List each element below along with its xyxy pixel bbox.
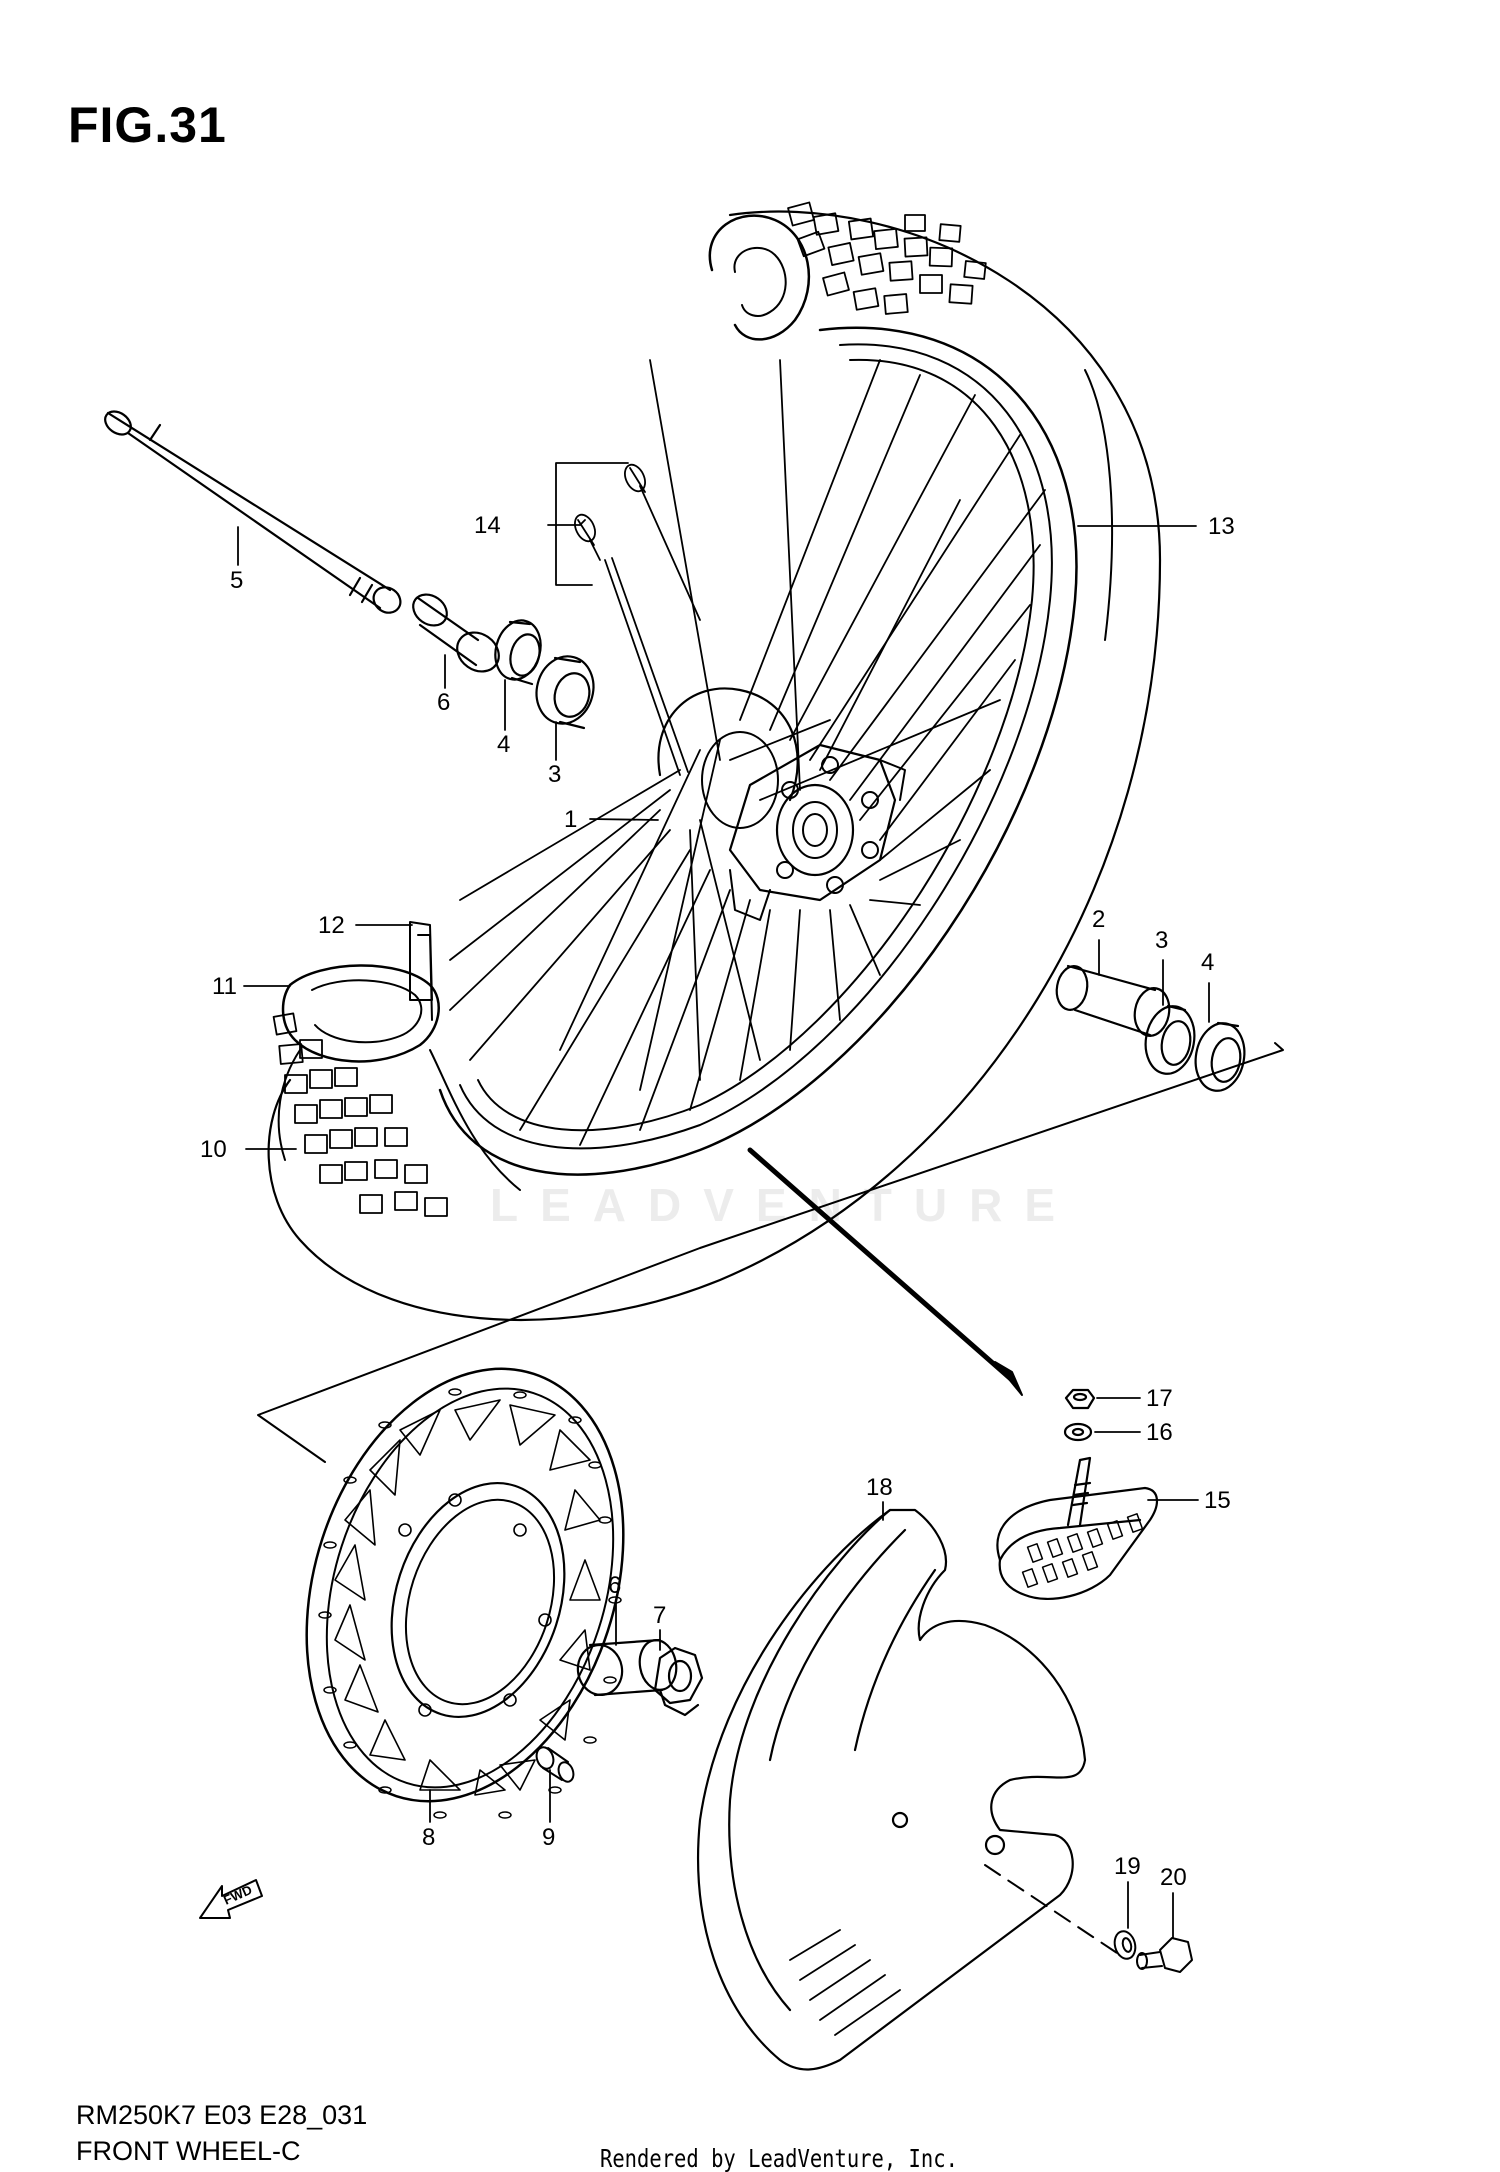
guard-fasteners-drawing (1113, 1930, 1193, 1973)
model-code: RM250K7 E03 E28_031 (76, 2100, 368, 2130)
callout-5: 5 (230, 567, 243, 594)
brake-disc-drawing (305, 1367, 625, 1819)
callout-14: 14 (474, 512, 501, 539)
callout-6-bottom: 6 (608, 1572, 621, 1599)
callout-20: 20 (1160, 1864, 1187, 1891)
fwd-arrow-icon: FWD (199, 1879, 263, 1919)
callout-3-top: 3 (548, 761, 561, 788)
callout-13: 13 (1208, 513, 1235, 540)
callout-4-right: 4 (1201, 949, 1214, 976)
disc-guard-drawing (697, 1508, 1087, 2071)
axle-drawing (104, 410, 402, 614)
callout-labels: 1 2 3 3 4 4 5 6 6 7 8 9 10 11 12 13 14 1… (200, 512, 1235, 1891)
assembly-guide-lines (257, 1042, 1284, 1956)
callout-17: 17 (1146, 1385, 1173, 1412)
spoke-items-drawing (574, 463, 701, 776)
right-spacer-drawing (1055, 964, 1246, 1092)
hub-drawing (657, 687, 906, 921)
rim-lock-drawing (996, 1388, 1158, 1600)
rim-band-drawing (409, 921, 433, 1001)
callout-6-top: 6 (437, 689, 450, 716)
callout-18: 18 (866, 1474, 893, 1501)
callout-4-top: 4 (497, 731, 510, 758)
spokes-drawing (449, 359, 1046, 1146)
rim-drawing (438, 326, 1078, 1176)
callout-2: 2 (1092, 906, 1105, 933)
callout-9: 9 (542, 1824, 555, 1851)
figure-title: FIG.31 (68, 97, 227, 153)
callout-19: 19 (1114, 1853, 1141, 1880)
callout-10: 10 (200, 1136, 227, 1163)
callout-12: 12 (318, 912, 345, 939)
callout-3-right: 3 (1155, 927, 1168, 954)
callout-11: 11 (212, 973, 237, 1000)
render-credit: Rendered by LeadVenture, Inc. (600, 2144, 958, 2172)
tire-drawing (267, 201, 1162, 1322)
figure-name: FRONT WHEEL-C (76, 2136, 301, 2166)
callout-1: 1 (564, 806, 577, 833)
callout-16: 16 (1146, 1419, 1173, 1446)
callout-15: 15 (1204, 1487, 1231, 1514)
callout-leader-lines (237, 462, 1210, 1939)
callout-8: 8 (422, 1824, 435, 1851)
collar-top-drawing (412, 593, 500, 673)
callout-7: 7 (653, 1602, 666, 1629)
disc-bolt-drawing (535, 1746, 575, 1783)
collar-nut-bottom-drawing (576, 1638, 704, 1717)
